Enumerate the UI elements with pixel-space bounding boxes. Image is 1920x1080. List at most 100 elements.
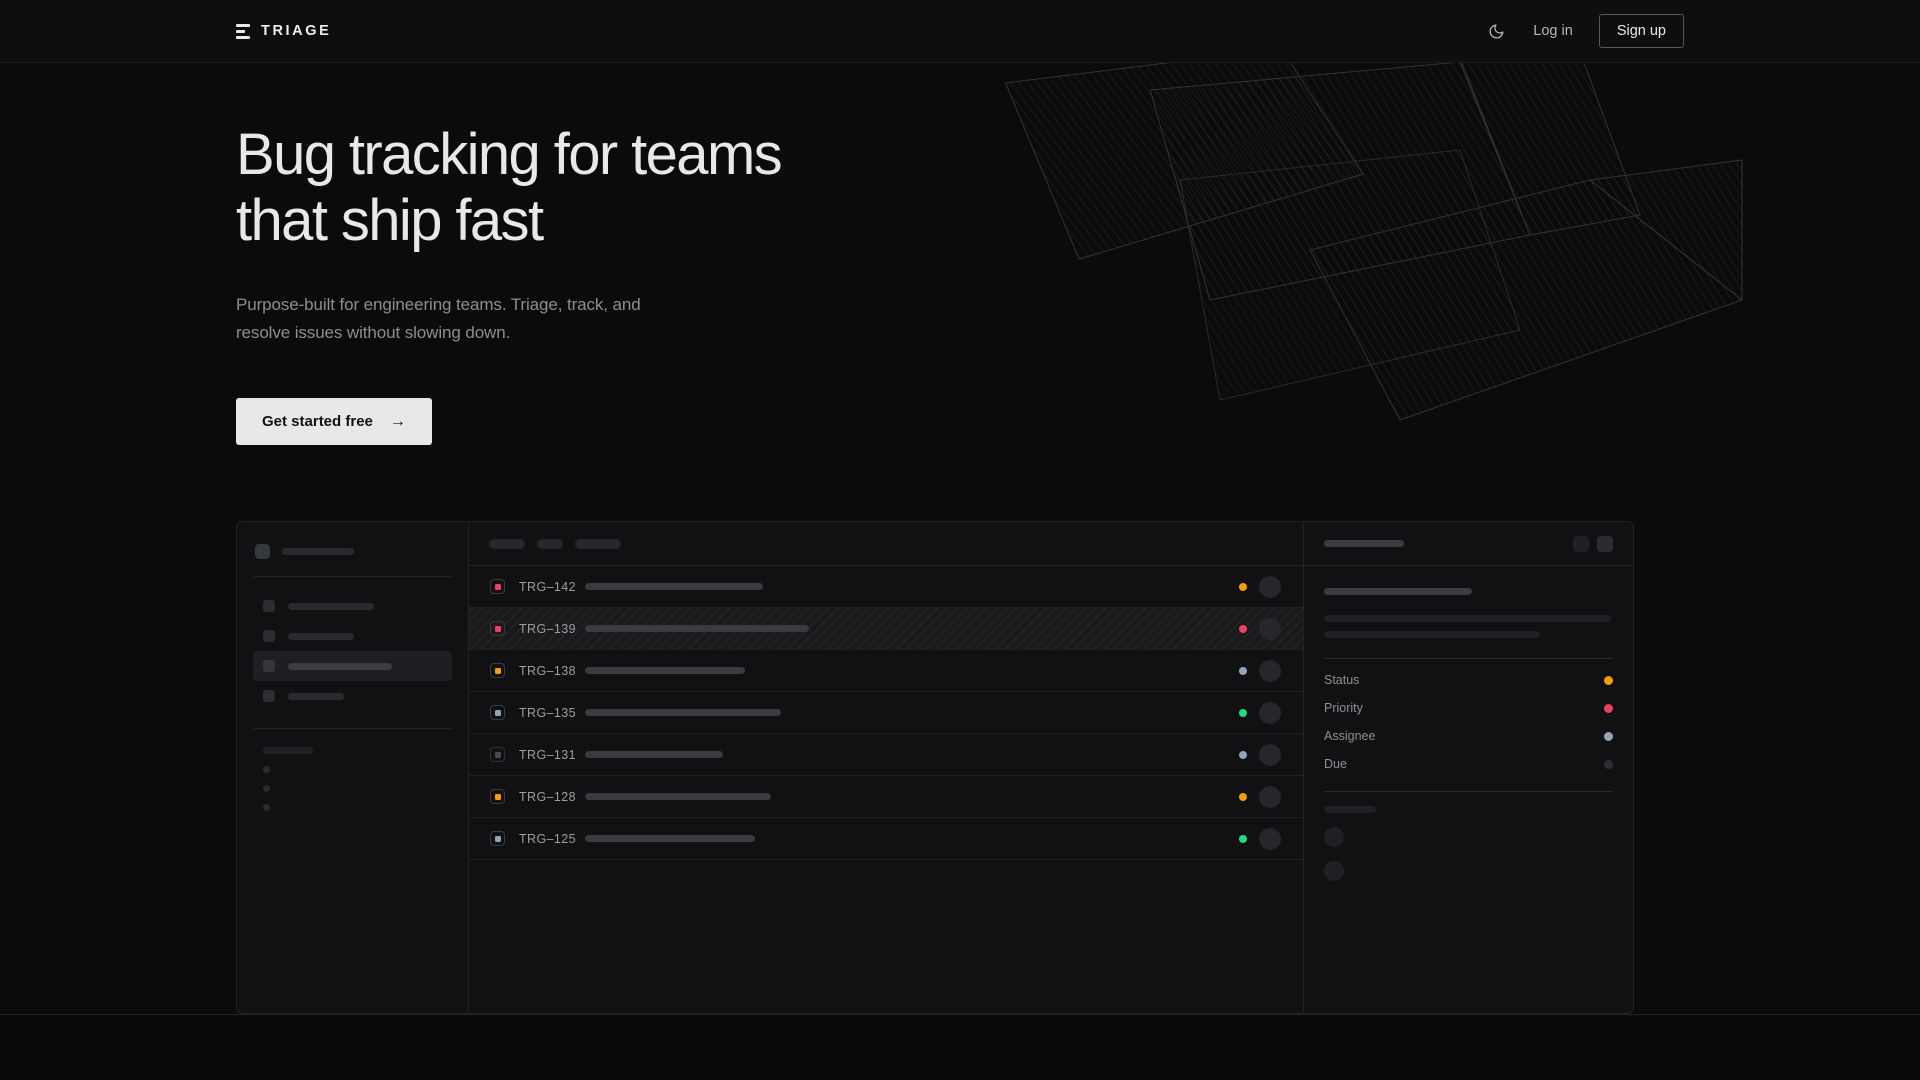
sidebar-mini-dot [263, 766, 270, 773]
meta-label: Priority [1324, 701, 1363, 715]
meta-value-dot [1604, 731, 1613, 741]
row-meta [1239, 701, 1303, 724]
sidebar-item-3[interactable] [253, 651, 452, 681]
sidebar-item-label-skeleton [288, 602, 374, 610]
issue-title-skeleton [585, 835, 755, 842]
sidebar-item-icon [263, 690, 275, 702]
sidebar-mini-item[interactable] [253, 773, 452, 792]
meta-row-priority[interactable]: Priority [1324, 687, 1613, 715]
avatar[interactable] [1259, 659, 1281, 682]
meta-label: Status [1324, 673, 1360, 687]
detail-action-icon-2[interactable] [1597, 535, 1613, 552]
sidebar-divider-top [253, 576, 452, 577]
workspace-avatar [255, 544, 270, 559]
sidebar-mini-dot [263, 785, 270, 792]
toolbar-chip-2[interactable] [537, 538, 563, 549]
issue-id: TRG–139 [519, 621, 576, 636]
sidebar-item-icon [263, 600, 275, 612]
issue-id: TRG–142 [519, 579, 576, 594]
avatar[interactable] [1324, 827, 1344, 847]
meta-value-dot [1604, 703, 1613, 713]
brand-name: TRIAGE [261, 23, 332, 39]
meta-value-dot [1604, 759, 1613, 769]
status-badge [490, 831, 505, 846]
status-badge [490, 789, 505, 804]
detail-divider-bottom [1324, 791, 1613, 792]
avatar[interactable] [1259, 701, 1281, 724]
triage-bars-icon [236, 23, 250, 39]
meta-row-status[interactable]: Status [1324, 659, 1613, 687]
nav-actions: Log in Sign up [1485, 14, 1684, 48]
table-row[interactable]: TRG–131 [469, 734, 1303, 776]
get-started-label: Get started free [262, 413, 373, 431]
issue-id: TRG–135 [519, 705, 576, 720]
activity-avatars [1324, 813, 1613, 881]
status-badge [490, 747, 505, 762]
sidebar-mini-dot [263, 804, 270, 811]
activity-item [1324, 847, 1613, 881]
avatar[interactable] [1259, 743, 1281, 766]
issue-id: TRG–128 [519, 789, 576, 804]
avatar[interactable] [1324, 861, 1344, 881]
meta-label: Due [1324, 757, 1347, 771]
table-row[interactable]: TRG–139 [469, 608, 1303, 650]
sidebar-item-4[interactable] [253, 681, 452, 711]
moon-icon[interactable] [1485, 20, 1507, 42]
page-title: Bug tracking for teams that ship fast [236, 122, 783, 253]
next-section [0, 1015, 1920, 1080]
sidebar-mini-items [253, 754, 452, 811]
sidebar-item-label-skeleton [288, 692, 344, 700]
get-started-button[interactable]: Get started free → [236, 398, 432, 446]
issue-id: TRG–131 [519, 747, 576, 762]
table-row[interactable]: TRG–125 [469, 818, 1303, 860]
meta-row-due[interactable]: Due [1324, 743, 1613, 771]
sidebar-divider-bottom [253, 728, 452, 729]
sidebar-item-2[interactable] [253, 621, 452, 651]
row-meta [1239, 575, 1303, 598]
avatar[interactable] [1259, 827, 1281, 850]
meta-row-assignee[interactable]: Assignee [1324, 715, 1613, 743]
sidebar-mini-item[interactable] [253, 754, 452, 773]
table-row[interactable]: TRG–135 [469, 692, 1303, 734]
list-toolbar [469, 522, 1303, 566]
avatar[interactable] [1259, 617, 1281, 640]
brand-logo[interactable]: TRIAGE [236, 23, 331, 39]
workspace-label-skeleton [282, 548, 354, 555]
activity-item [1324, 813, 1613, 847]
workspace-switcher[interactable] [253, 540, 452, 559]
avatar[interactable] [1259, 575, 1281, 598]
issue-title-skeleton [585, 583, 763, 590]
toolbar-chip-3[interactable] [575, 538, 621, 549]
activity-label-skeleton [1324, 806, 1376, 813]
sidebar-nav [253, 591, 452, 711]
sidebar-section-label [253, 743, 452, 754]
priority-dot [1239, 582, 1247, 591]
signup-button[interactable]: Sign up [1598, 14, 1684, 48]
meta-value-dot [1604, 675, 1613, 685]
issue-title-skeleton [585, 793, 771, 800]
sidebar-mini-item[interactable] [253, 792, 452, 811]
sidebar-item-1[interactable] [253, 591, 452, 621]
table-row[interactable]: TRG–138 [469, 650, 1303, 692]
issue-id: TRG–125 [519, 831, 576, 846]
arrow-right-icon: → [389, 412, 406, 430]
hero-section: Bug tracking for teams that ship fast Pu… [236, 122, 783, 446]
sidebar-item-icon [263, 630, 275, 642]
login-link[interactable]: Log in [1533, 23, 1573, 39]
avatar[interactable] [1259, 785, 1281, 808]
issue-title-skeleton [585, 751, 723, 758]
detail-action-icon-1[interactable] [1573, 535, 1589, 552]
row-meta [1239, 617, 1303, 640]
issue-title-skeleton [585, 625, 809, 632]
sidebar-item-icon [263, 660, 275, 672]
table-row[interactable]: TRG–142 [469, 566, 1303, 608]
toolbar-chip-1[interactable] [489, 538, 525, 549]
table-row[interactable]: TRG–128 [469, 776, 1303, 818]
issue-title-skeleton [585, 667, 745, 674]
detail-body-line-2 [1324, 631, 1540, 638]
detail-actions [1573, 535, 1613, 552]
detail-header [1304, 522, 1633, 566]
